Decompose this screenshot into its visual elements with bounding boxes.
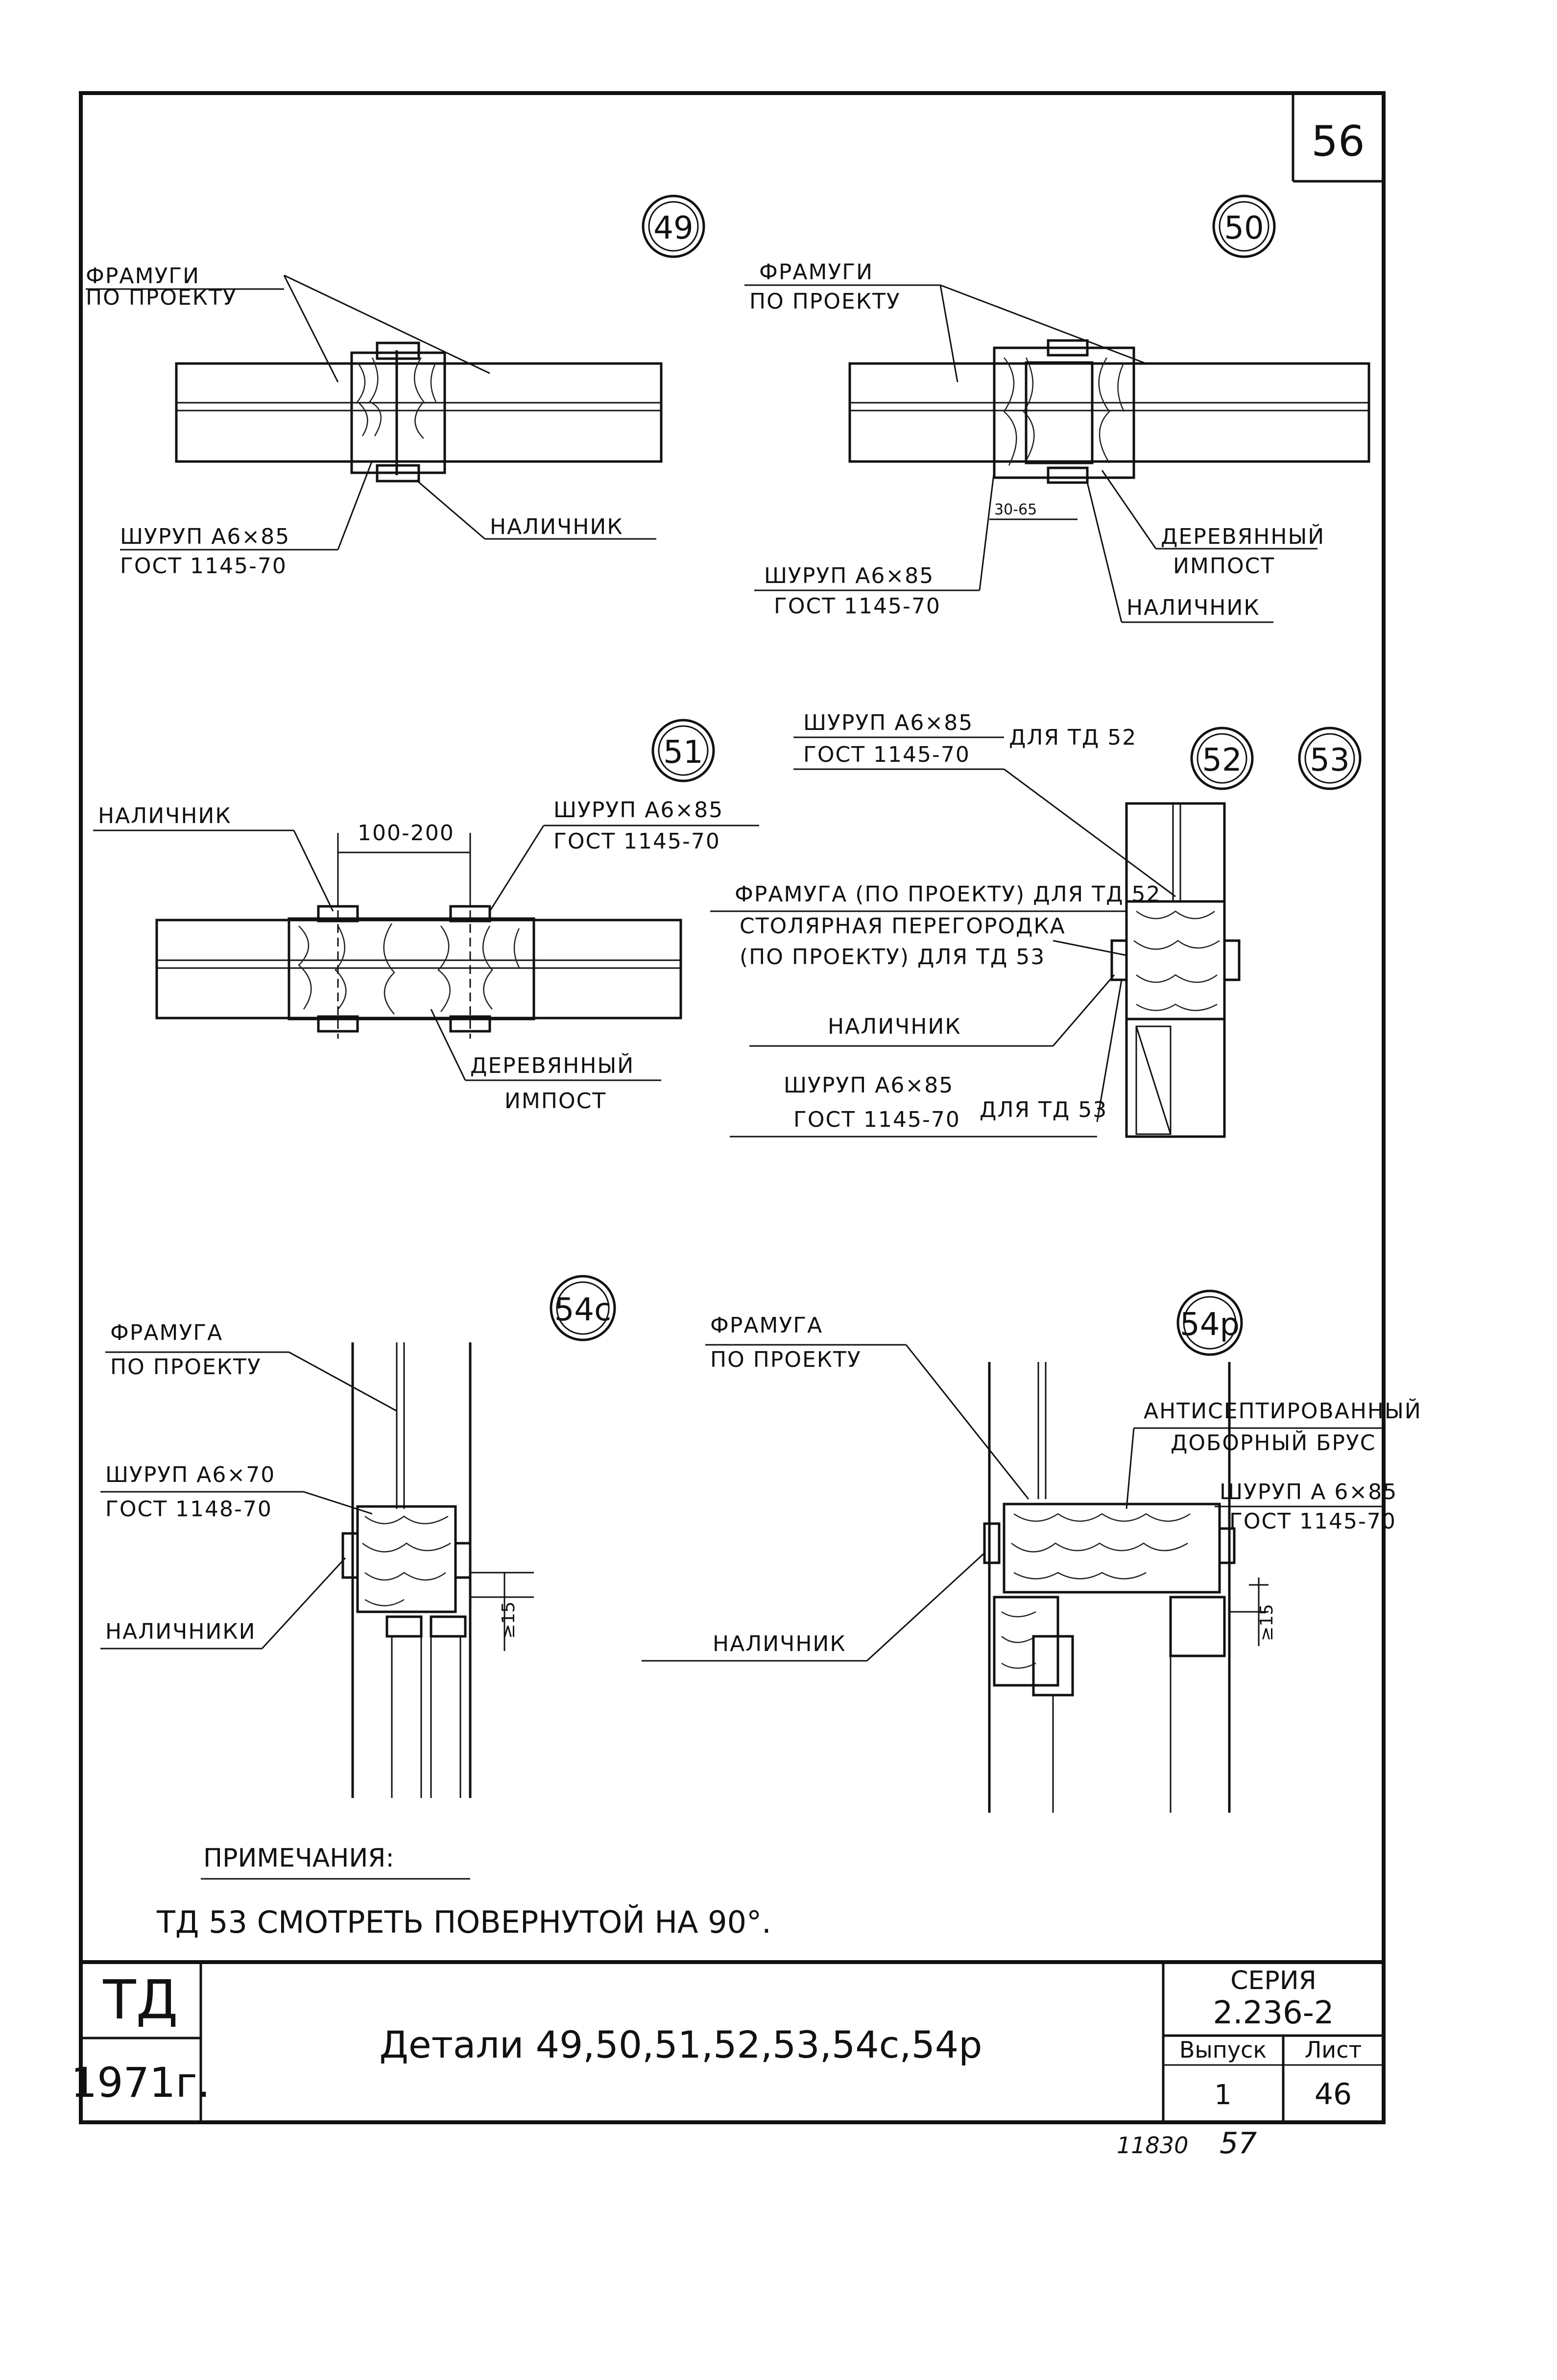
detail-54c-label-screw: ШУРУП А6×70 [105,1462,275,1487]
footer-page: 57 [1220,2126,1257,2161]
svg-text:ГОСТ 1145-70: ГОСТ 1145-70 [803,742,970,767]
detail-54c-label-trims: НАЛИЧНИКИ [105,1619,256,1644]
svg-text:ПО ПРОЕКТУ: ПО ПРОЕКТУ [710,1347,862,1372]
detail-52-label-trim: НАЛИЧНИК [828,1014,961,1039]
svg-text:ГОСТ 1145-70: ГОСТ 1145-70 [120,554,287,579]
svg-text:ПО ПРОЕКТУ: ПО ПРОЕКТУ [110,1355,262,1380]
page-number: 56 [1311,117,1365,166]
sheet-value: 46 [1315,2077,1352,2112]
detail-53-number: 53 [1310,742,1349,778]
detail-50-impost [993,346,1135,479]
detail-54r-label-trim: НАЛИЧНИК [713,1631,846,1656]
detail-52-label-screw: ШУРУП А6×85 [803,710,973,735]
detail-54r-number: 54р [1180,1307,1240,1343]
detail-49: 49 ФРАМУГИ ПО ПРОЕКТУ ШУРУП А6×85 ГОСТ 1… [86,194,705,579]
sheet-label: Лист [1305,2037,1362,2063]
svg-text:ИМПОСТ: ИМПОСТ [504,1089,606,1114]
detail-50-number: 50 [1224,210,1264,246]
svg-text:(ПО ПРОЕКТУ) ДЛЯ ТД 53: (ПО ПРОЕКТУ) ДЛЯ ТД 53 [740,945,1045,970]
footer-number: 11830 [1117,2132,1188,2159]
sheet-border [79,91,1386,2124]
detail-49-marker [642,194,705,258]
detail-53-label-screw: ШУРУП А6×85 [784,1073,954,1098]
detail-51-number: 51 [663,734,703,771]
detail-50: 50 ФРАМУГИ ПО ПРОЕКТУ ШУРУП А6×85 ГОСТ 1… [744,194,1370,623]
notes-heading: ПРИМЕЧАНИЯ: [203,1844,394,1873]
detail-51-impost [287,917,535,1020]
svg-text:ДЛЯ ТД 52: ДЛЯ ТД 52 [1009,725,1137,750]
svg-text:ГОСТ 1148-70: ГОСТ 1148-70 [105,1497,272,1522]
detail-50-label-trim: НАЛИЧНИК [1126,595,1260,620]
title-block-title: Детали 49,50,51,52,53,54с,54р [379,2023,982,2066]
detail-49-transom [175,362,663,463]
issue-label: Выпуск [1179,2037,1267,2063]
detail-54r-marker [1176,1289,1243,1356]
issue-value: 1 [1214,2079,1232,2111]
detail-52-frame [1125,802,1226,1138]
detail-51-label-screw: ШУРУП А6×85 [553,798,723,823]
detail-50-transom [848,362,1370,463]
svg-text:ГОСТ 1145-70: ГОСТ 1145-70 [774,594,941,619]
detail-54c-number: 54с [554,1292,612,1328]
detail-54r-label-transom: ФРАМУГА [710,1313,823,1338]
detail-54c-frame [356,1505,457,1613]
title-block-year: 1971г. [71,2059,211,2107]
detail-49-label-transom: ФРАМУГИ [86,264,200,289]
series-value: 2.236-2 [1213,1995,1334,2031]
detail-49-label-screw: ШУРУП А6×85 [120,524,290,549]
svg-text:ГОСТ 1145-70: ГОСТ 1145-70 [553,829,720,854]
detail-53-marker [1298,727,1362,790]
detail-51-marker [651,719,715,782]
svg-text:ДОБОРНЫЙ БРУС: ДОБОРНЫЙ БРУС [1171,1430,1376,1456]
notes-text: ТД 53 СМОТРЕТЬ ПОВЕРНУТОЙ НА 90°. [156,1904,771,1940]
svg-text:ДЛЯ ТД 53: ДЛЯ ТД 53 [980,1097,1107,1122]
detail-52-number: 52 [1202,742,1242,778]
detail-50-label-impost: ДЕРЕВЯННЫЙ [1161,523,1325,549]
detail-51-label-trim: НАЛИЧНИК [98,803,232,828]
detail-54r: 54р ФРАМУГА ПО ПРОЕКТУ АНТИСЕПТИРОВАННЫЙ… [642,1289,1422,1813]
detail-52-label-transom: ФРАМУГА (ПО ПРОЕКТУ) ДЛЯ ТД 52 [735,882,1161,907]
series-label: СЕРИЯ [1230,1966,1317,1995]
svg-text:ГОСТ 1145-70: ГОСТ 1145-70 [793,1107,960,1132]
detail-49-label-trim: НАЛИЧНИК [490,514,623,539]
detail-54c-marker [550,1275,616,1341]
detail-49-post [350,351,446,474]
detail-50-label-transom: ФРАМУГИ [759,260,873,285]
detail-51-dimension: 100-200 [358,821,455,846]
detail-50-label-screw: ШУРУП А6×85 [764,563,934,588]
detail-50-marker [1212,194,1276,258]
title-block-code: ТД [102,1968,178,2031]
title-block: ТД 1971г. Детали 49,50,51,52,53,54с,54р … [71,1962,1384,2122]
svg-text:ГОСТ 1145-70: ГОСТ 1145-70 [1229,1509,1396,1534]
detail-54c-dimension: ≥15 [499,1602,519,1639]
detail-52-53: 52 53 ШУРУП А6×85 ГОСТ 1145-70 ДЛЯ ТД 52… [710,710,1362,1138]
notes: ПРИМЕЧАНИЯ: ТД 53 СМОТРЕТЬ ПОВЕРНУТОЙ НА… [156,1844,771,1940]
detail-51-label-impost: ДЕРЕВЯННЫЙ [470,1052,634,1078]
detail-49-trim-top [376,341,420,360]
detail-51-transom [155,919,682,1020]
svg-text:ПО ПРОЕКТУ: ПО ПРОЕКТУ [749,289,901,314]
detail-52-marker [1190,727,1254,790]
svg-text:ИМПОСТ: ИМПОСТ [1173,554,1275,579]
detail-49-trim-bottom [376,464,420,483]
detail-49-number: 49 [653,210,693,246]
detail-54c: 54с ФРАМУГА ПО ПРОЕКТУ ШУРУП А6×70 ГОСТ … [100,1275,616,1798]
detail-50-dimension: 30-65 [994,501,1037,518]
detail-53-label-partition: СТОЛЯРНАЯ ПЕРЕГОРОДКА [740,914,1066,939]
detail-54r-label-brace: АНТИСЕПТИРОВАННЫЙ [1144,1398,1422,1424]
detail-51: 51 НАЛИЧНИК 100-200 ШУРУП А6×85 ГОСТ 114… [93,719,759,1114]
detail-54r-dimension: ≥15 [1257,1604,1277,1641]
detail-54r-label-screw: ШУРУП А 6×85 [1220,1480,1397,1505]
detail-54c-label-transom: ФРАМУГА [110,1320,223,1345]
